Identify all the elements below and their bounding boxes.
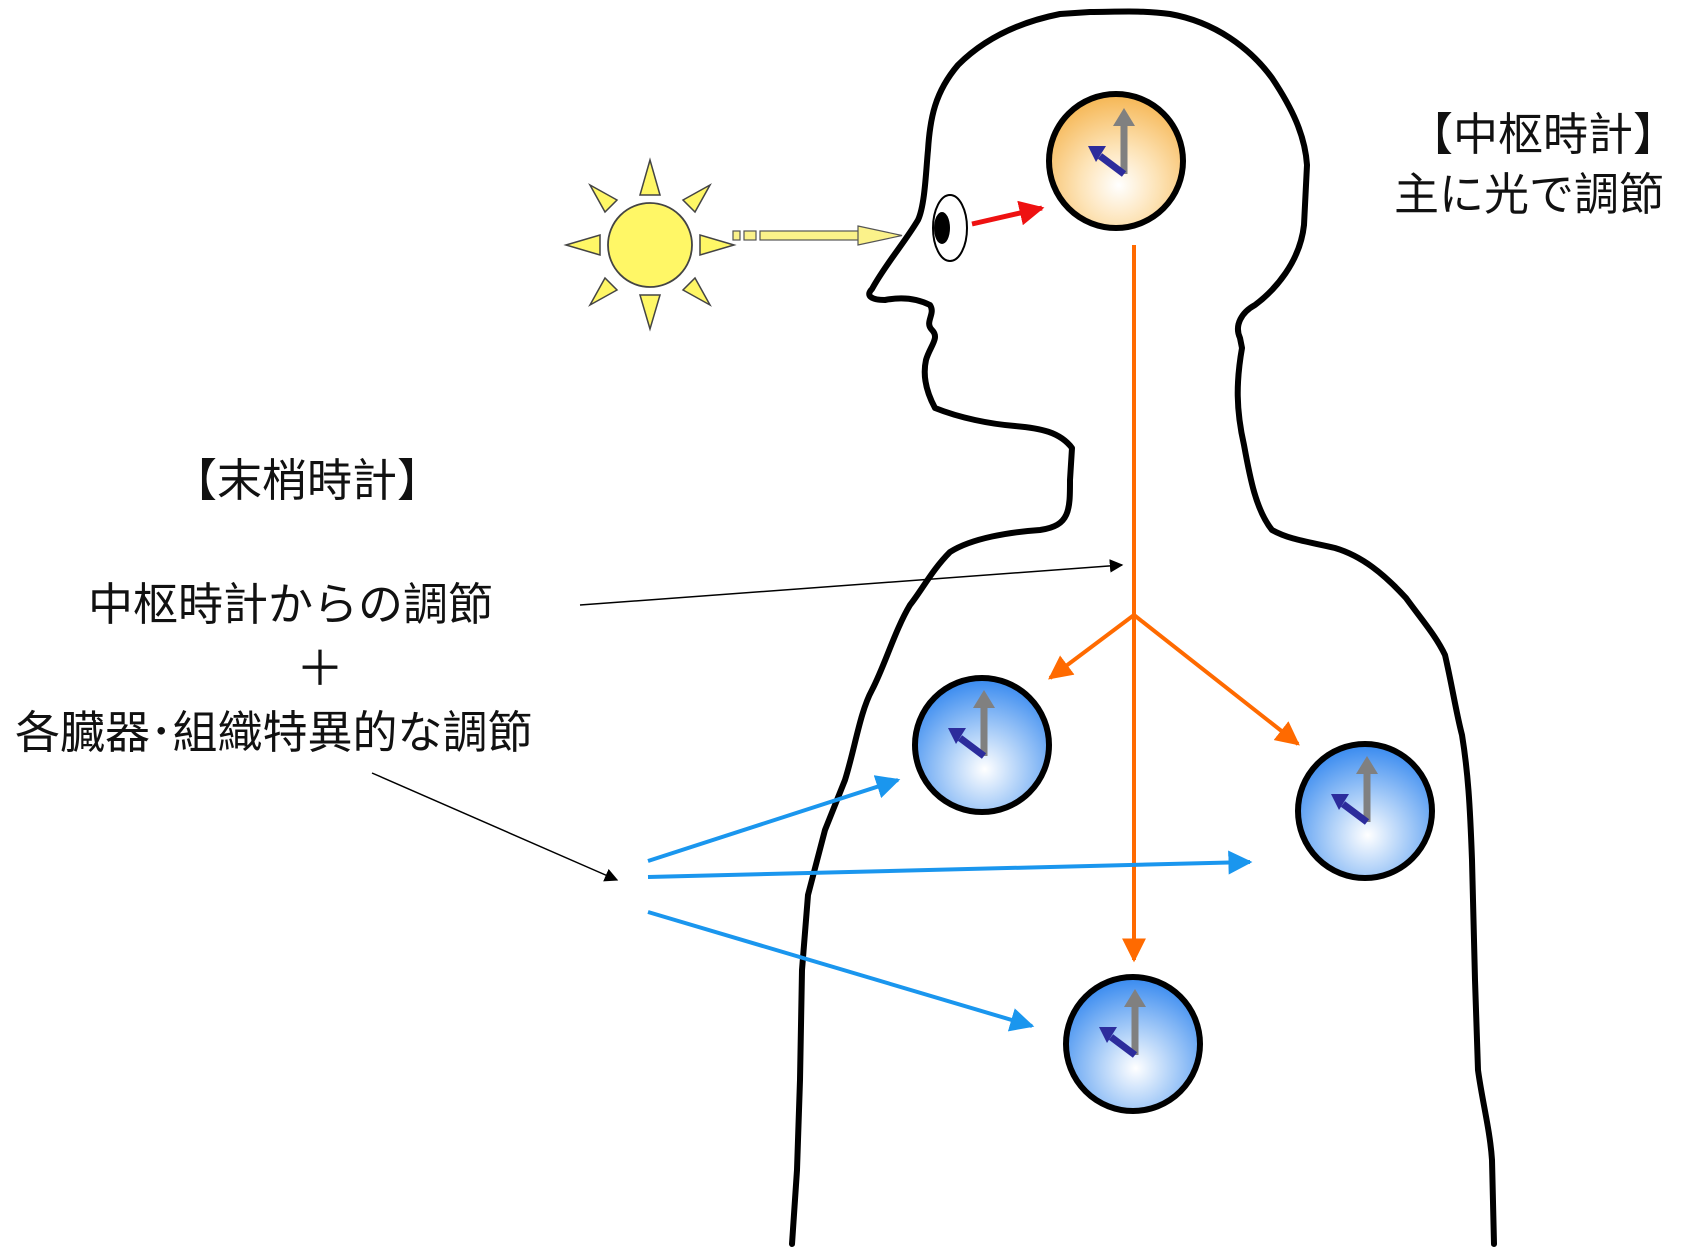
retina-signal-arrow (972, 208, 1042, 224)
peripheral-clock-icon (1066, 977, 1200, 1111)
peripheral-clock-icon (1298, 744, 1432, 878)
eye-icon (933, 195, 967, 261)
central-clock-subtitle: 主に光で調節 (1394, 172, 1664, 217)
peripheral-regulation-central: 中枢時計からの調節 (88, 582, 493, 627)
light-ray-arrow (733, 226, 902, 245)
plus-sign: ＋ (296, 645, 344, 693)
central-signal-arrows (1050, 245, 1298, 960)
central-clock-icon (1049, 94, 1183, 228)
peripheral-regulation-organ: 各臓器･組織特異的な調節 (15, 710, 533, 755)
sun-icon (566, 160, 734, 329)
central-clock-title: 【中枢時計】 (1408, 112, 1678, 157)
peripheral-clock-icon (915, 678, 1049, 812)
peripheral-clock-title: 【末梢時計】 (172, 458, 442, 503)
